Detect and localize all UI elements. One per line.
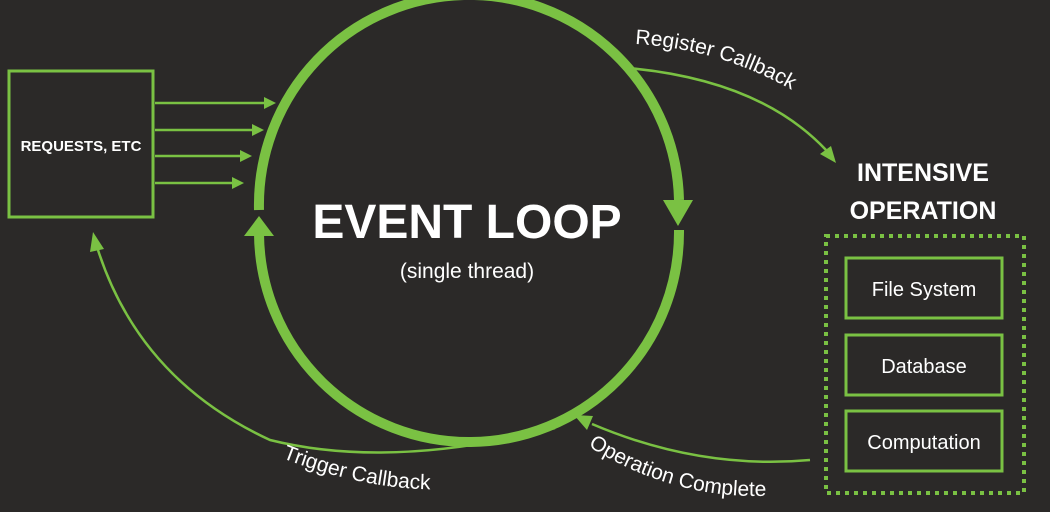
operation-complete-arrowhead xyxy=(574,415,593,430)
computation-label: Computation xyxy=(867,432,980,454)
request-arrows xyxy=(155,97,276,189)
database-box xyxy=(844,333,1004,397)
database-label: Database xyxy=(881,356,967,378)
operation-complete-arrow xyxy=(591,422,811,464)
intensive-title-line2: OPERATION xyxy=(850,197,997,225)
trigger-callback-arrow xyxy=(96,249,556,454)
register-callback-arrowhead xyxy=(820,146,836,163)
intensive-title-line1: INTENSIVE xyxy=(857,159,989,187)
file-system-label: File System xyxy=(872,279,976,301)
register-callback-arrow xyxy=(627,66,827,151)
file-system-box xyxy=(844,256,1004,320)
requests-label: REQUESTS, ETC xyxy=(21,138,142,155)
event-loop-arc-bottom xyxy=(254,229,685,447)
trigger-callback-label: Trigger Callback xyxy=(280,441,431,494)
operation-complete-label: Operation Complete xyxy=(585,431,766,501)
event-loop-circle xyxy=(244,0,693,447)
intensive-operation-box xyxy=(824,234,1026,495)
computation-box xyxy=(844,409,1004,473)
loop-arrowhead-left xyxy=(244,216,274,236)
requests-box xyxy=(7,69,155,219)
event-loop-subtitle: (single thread) xyxy=(400,260,534,283)
trigger-callback-arrowhead xyxy=(90,232,104,252)
loop-arrowhead-right xyxy=(663,200,693,226)
event-loop-arc-top xyxy=(253,0,684,211)
event-loop-title: EVENT LOOP xyxy=(312,196,621,249)
